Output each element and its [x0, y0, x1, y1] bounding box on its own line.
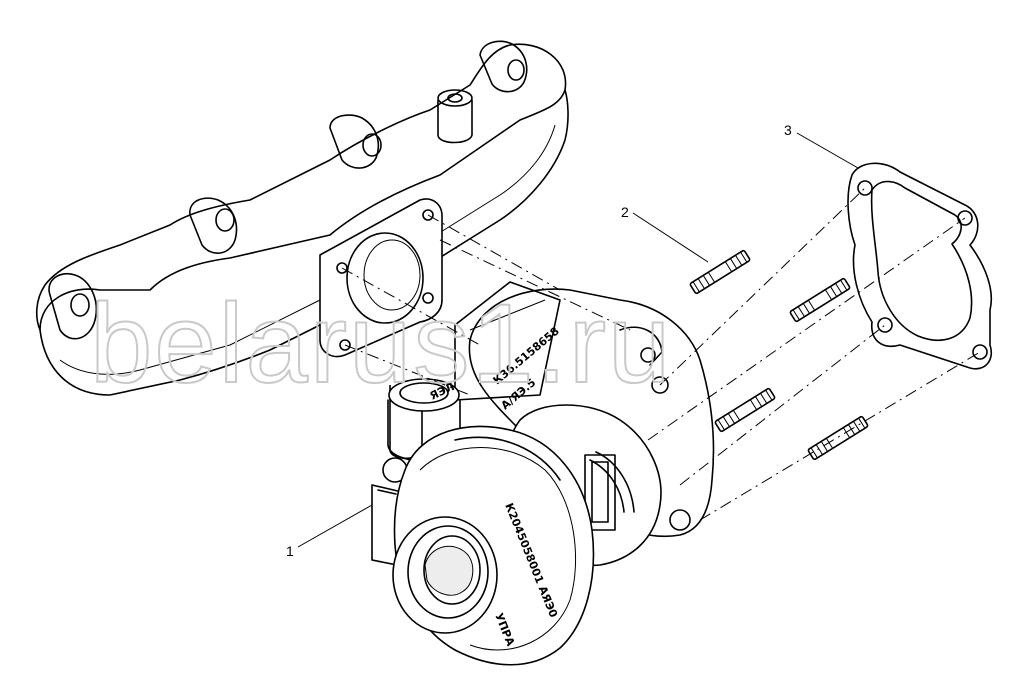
watermark: belarus1.ru [90, 281, 672, 406]
callout-1-label: 1 [286, 543, 294, 559]
turbocharger: К36.5158658 А/ЯЭ.5 К2045058001 АЯЭ0 УПРА… [371, 281, 715, 666]
callout-2-label: 2 [621, 204, 629, 220]
studs [689, 249, 869, 461]
callout-1: 1 [286, 504, 373, 559]
stud-4 [807, 415, 869, 461]
stud-1 [689, 249, 751, 295]
assembly-lines [341, 187, 981, 521]
callout-2: 2 [621, 204, 709, 263]
exhaust-manifold [35, 40, 569, 396]
stud-2 [789, 277, 851, 323]
stud-3 [714, 387, 776, 433]
gasket [847, 162, 993, 370]
callout-3: 3 [784, 122, 859, 169]
callout-3-label: 3 [784, 122, 792, 138]
